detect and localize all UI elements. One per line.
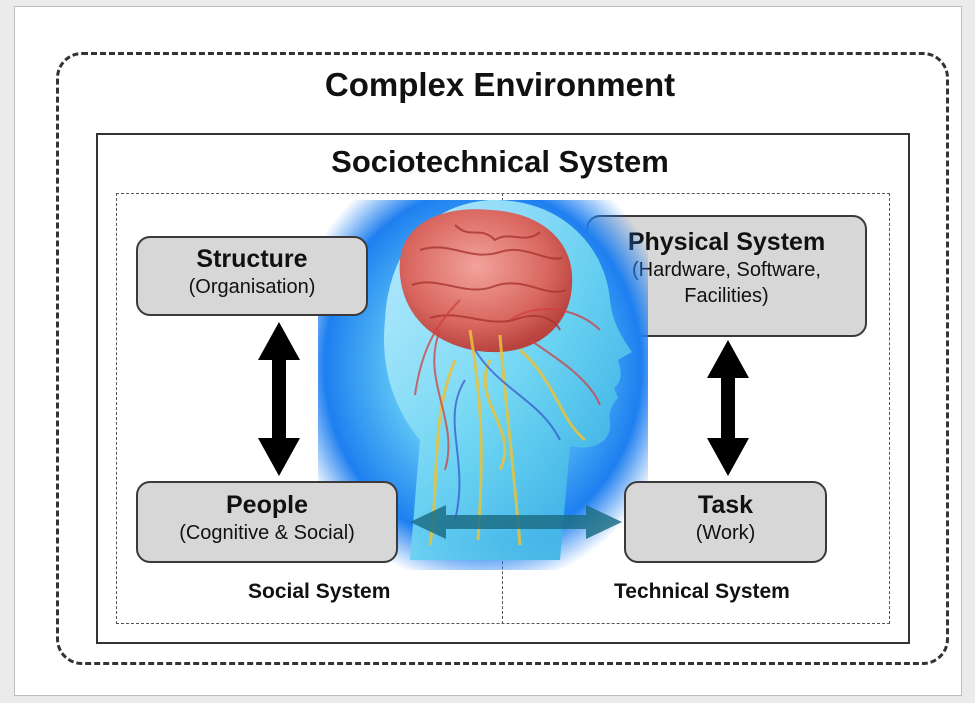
sociotechnical-system-boundary (96, 133, 910, 644)
node-physical-title: Physical System (627, 228, 826, 256)
node-task-subtitle: (Work) (695, 522, 756, 544)
social-system-label: Social System (248, 580, 391, 603)
node-structure-title: Structure (196, 245, 308, 273)
node-people: People (Cognitive & Social) (136, 481, 398, 563)
node-structure: Structure (Organisation) (136, 236, 368, 316)
node-task-title: Task (697, 491, 754, 519)
node-physical-subtitle-2: Facilities) (684, 285, 769, 307)
subsystem-boundary (116, 193, 890, 624)
arrow-structure-people (258, 322, 300, 476)
complex-environment-boundary (56, 52, 949, 665)
node-structure-subtitle: (Organisation) (188, 276, 316, 298)
system-title: Sociotechnical System (331, 144, 669, 179)
arrow-physical-task (707, 340, 749, 476)
node-people-subtitle: (Cognitive & Social) (179, 522, 355, 544)
node-physical-subtitle-1: (Hardware, Software, (632, 259, 821, 281)
technical-system-label: Technical System (614, 580, 790, 603)
environment-title: Complex Environment (324, 66, 676, 103)
node-task: Task (Work) (624, 481, 827, 563)
arrow-people-task (410, 505, 622, 539)
node-people-title: People (226, 491, 308, 519)
